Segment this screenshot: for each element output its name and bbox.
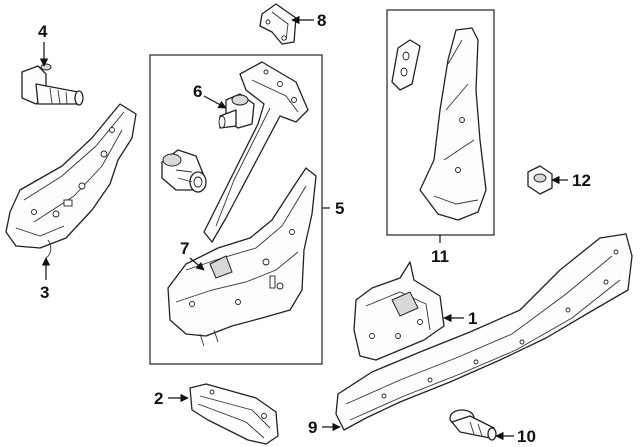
part-6-insert (218, 93, 255, 129)
callout-10: 10 (517, 427, 536, 446)
part-11-pillar (391, 27, 487, 221)
part-4-bolt (21, 63, 84, 106)
callout-11: 11 (431, 247, 449, 266)
leader-7 (189, 257, 205, 271)
part-8-bracket (259, 3, 297, 45)
part-1-bracket (353, 261, 445, 361)
callout-12: 12 (572, 171, 591, 190)
part-10-bolt (449, 409, 497, 441)
leader-6 (203, 95, 227, 109)
callout-8: 8 (317, 11, 326, 30)
callout-4: 4 (38, 22, 48, 41)
callout-7: 7 (180, 239, 189, 258)
group-box-5 (149, 54, 323, 365)
callout-6: 6 (193, 82, 202, 101)
part-7-hinge-pillar (167, 167, 317, 347)
callout-3: 3 (40, 283, 49, 302)
callout-2: 2 (154, 389, 163, 408)
part-reinforcement (203, 61, 309, 243)
callout-9: 9 (308, 418, 317, 437)
callout-5: 5 (335, 199, 344, 218)
part-12-nut (527, 165, 553, 195)
part-insert-large (161, 149, 207, 193)
part-9-rocker (335, 233, 633, 431)
part-2-plate (189, 383, 279, 445)
part-3-bracket (5, 103, 137, 259)
callout-1: 1 (468, 309, 477, 328)
